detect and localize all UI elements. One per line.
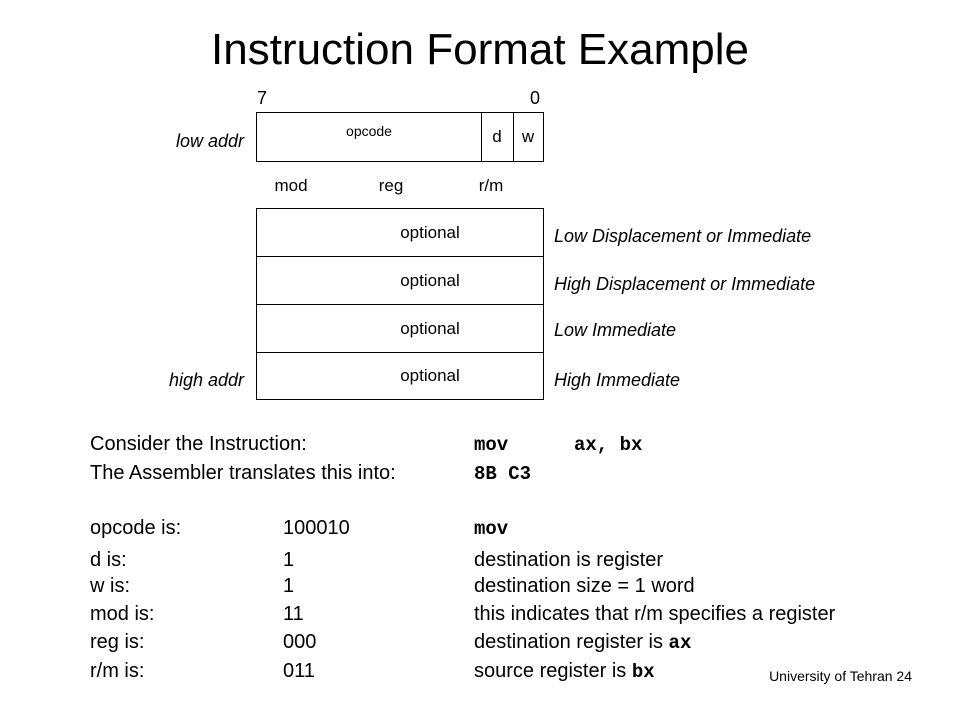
high-addr-label: high addr — [168, 370, 244, 390]
field-desc-code: mov — [474, 518, 509, 540]
optional-row-label: High Displacement or Immediate — [554, 274, 816, 294]
optional-row-label: High Immediate — [554, 370, 681, 390]
field-desc-code: ax — [668, 632, 692, 654]
w-field: w — [521, 127, 535, 146]
field-value: 1 — [283, 575, 295, 597]
optional-cell: optional — [400, 366, 460, 385]
optional-row-label: Low Displacement or Immediate — [554, 226, 812, 246]
page-title: Instruction Format Example — [211, 25, 749, 74]
opcode-field: opcode — [346, 123, 392, 139]
machine-code: 8B C3 — [474, 463, 532, 485]
bit-7-label: 7 — [257, 88, 268, 108]
modrm-byte: mod reg r/m — [256, 165, 544, 207]
optional-row-label: Low Immediate — [554, 320, 677, 340]
optional-cell: optional — [400, 319, 460, 338]
field-desc: source register is — [474, 660, 632, 682]
field-name: d is: — [90, 549, 127, 571]
field-value: 000 — [283, 631, 317, 653]
divider — [513, 113, 514, 161]
field-desc: destination register is — [474, 631, 669, 653]
field-value: 100010 — [283, 517, 350, 539]
footer-text: University of Tehran 24 — [769, 668, 912, 684]
optional-byte-1: optional — [256, 208, 544, 258]
field-value: 011 — [283, 660, 315, 682]
field-name: r/m is: — [90, 660, 145, 682]
consider-label: Consider the Instruction: — [90, 433, 307, 455]
field-desc: destination size = 1 word — [474, 575, 695, 597]
field-desc-code: bx — [631, 661, 655, 683]
optional-cell: optional — [400, 223, 460, 242]
optional-byte-3: optional — [256, 304, 544, 354]
d-field: d — [492, 127, 502, 146]
translate-label: The Assembler translates this into: — [90, 462, 396, 484]
field-desc-line: destination register is ax — [474, 630, 691, 655]
field-name: mod is: — [90, 603, 155, 625]
instruction-args: ax, bx — [574, 434, 643, 456]
field-name: w is: — [90, 575, 130, 597]
rm-field: r/m — [478, 176, 504, 195]
field-desc-line: source register is bx — [474, 659, 655, 684]
reg-field: reg — [378, 176, 404, 195]
optional-byte-4: optional — [256, 352, 544, 400]
field-name: reg is: — [90, 631, 145, 653]
field-desc: this indicates that r/m specifies a regi… — [474, 603, 836, 625]
low-addr-label: low addr — [175, 131, 244, 151]
field-value: 11 — [283, 603, 304, 625]
mod-field: mod — [274, 176, 308, 195]
field-name: opcode is: — [90, 517, 182, 539]
opcode-byte: opcode d w — [256, 112, 544, 162]
optional-byte-2: optional — [256, 256, 544, 306]
optional-cell: optional — [400, 271, 460, 290]
field-desc: destination is register — [474, 549, 663, 571]
field-value: 1 — [283, 549, 295, 571]
bit-0-label: 0 — [530, 88, 541, 108]
divider — [481, 113, 482, 161]
instruction-op: mov — [474, 434, 509, 456]
